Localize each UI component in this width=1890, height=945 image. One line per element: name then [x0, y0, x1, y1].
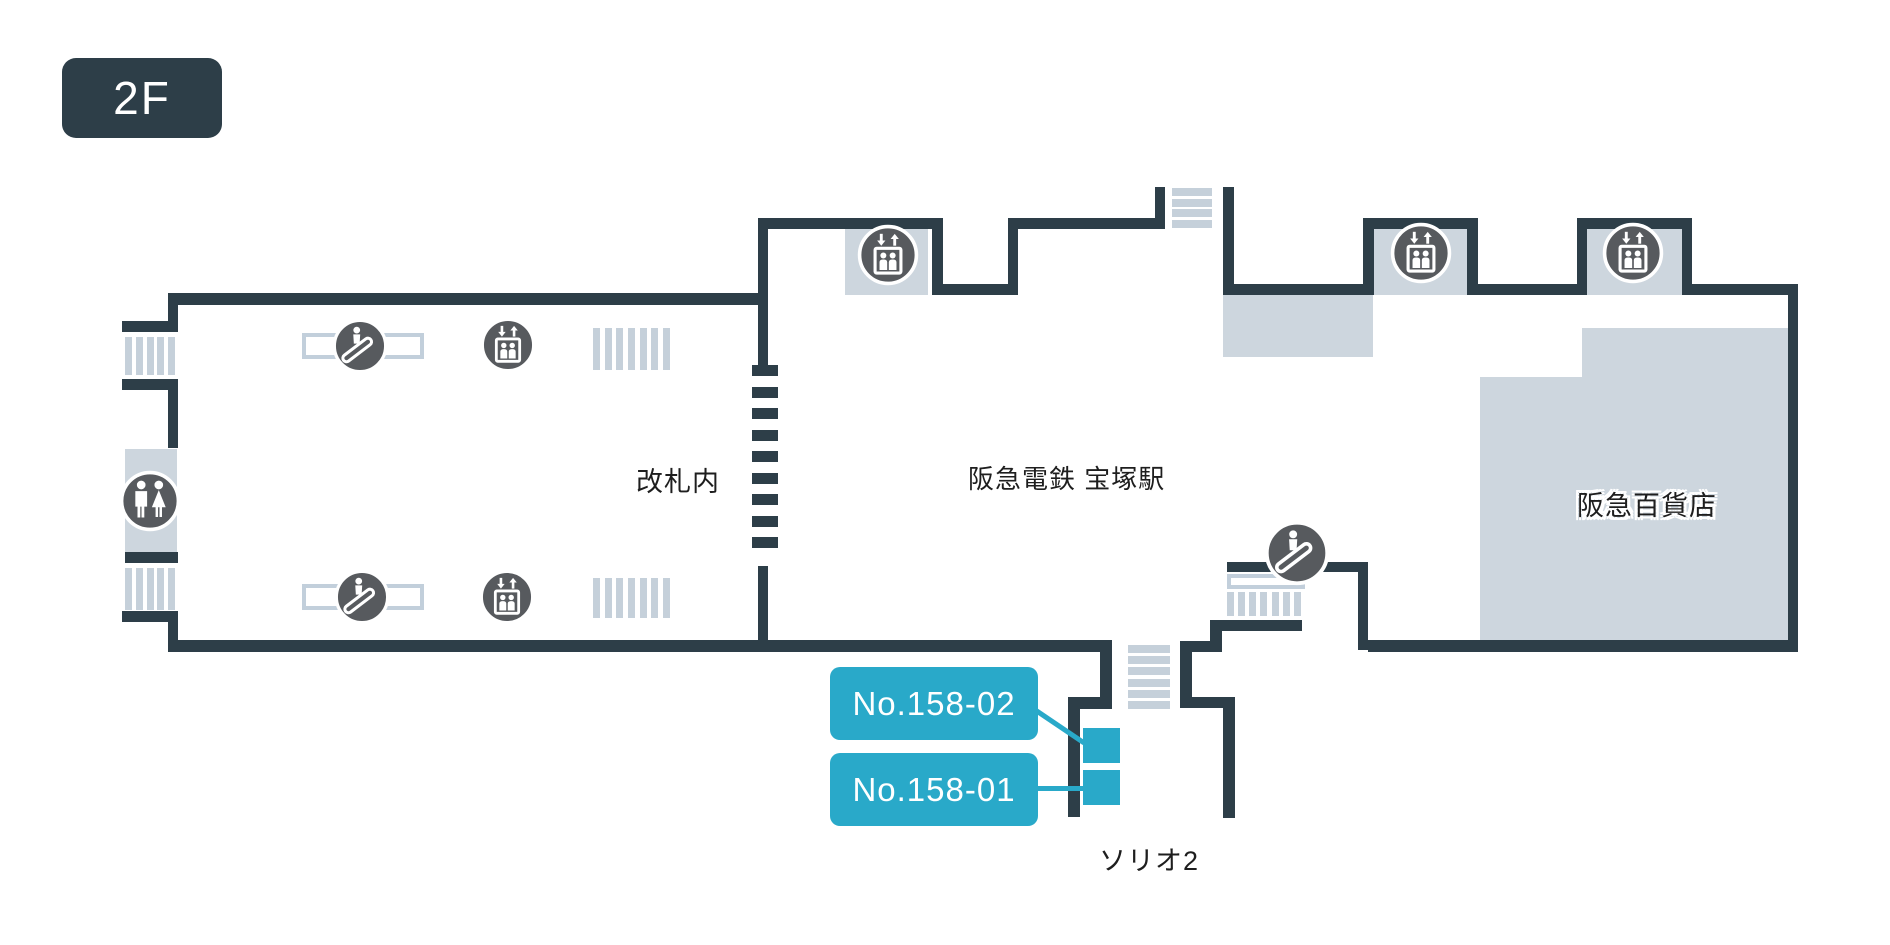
department-store-area: [1480, 377, 1788, 640]
wall: [168, 390, 178, 448]
ad-connector-line: [1036, 786, 1086, 791]
wall: [1180, 641, 1222, 652]
ad-location-tag-158-01[interactable]: No.158-01: [830, 753, 1038, 826]
wall: [1467, 218, 1478, 295]
wall: [1223, 284, 1373, 295]
wall: [758, 218, 943, 229]
elevator-icon: [480, 317, 536, 373]
stairs-hatch: [1227, 592, 1301, 616]
ad-location-tag-158-02[interactable]: No.158-02: [830, 667, 1038, 740]
wall: [1223, 187, 1234, 295]
wall: [168, 622, 178, 652]
wall: [1682, 218, 1692, 295]
wall: [1068, 697, 1080, 817]
ad-position-marker-158-02: [1083, 728, 1120, 763]
elevator-icon: [1602, 222, 1664, 284]
wall: [168, 640, 1112, 652]
department-store-area: [1582, 328, 1788, 377]
ticket-gate-dash: [752, 494, 778, 505]
wall: [758, 218, 768, 365]
stairs-hatch: [1172, 188, 1212, 228]
wall: [1223, 697, 1235, 818]
wall: [1577, 218, 1587, 295]
wall: [122, 611, 178, 622]
wall: [1682, 284, 1798, 295]
elevator-icon: [1390, 222, 1452, 284]
ticket-gate-dash: [752, 386, 778, 398]
stairs-hatch: [1128, 645, 1170, 709]
ticket-gate-dash: [752, 451, 778, 462]
ticket-gate-dash: [752, 537, 778, 548]
wall: [1467, 284, 1587, 295]
escalator-icon: [334, 569, 390, 625]
ticket-gate-dash: [752, 365, 778, 376]
ad-position-marker-158-01: [1083, 770, 1120, 805]
wall: [122, 321, 178, 332]
elevator-icon: [857, 224, 919, 286]
wall: [1155, 187, 1165, 229]
stairs-hatch: [593, 328, 670, 370]
wall: [1180, 641, 1192, 708]
wall: [1363, 218, 1374, 295]
wall: [1788, 284, 1798, 650]
floor-badge: 2F: [62, 58, 222, 138]
wall: [168, 293, 178, 325]
restroom-icon: [119, 470, 181, 532]
inside-gate-label: 改札内: [636, 467, 720, 497]
wall: [758, 566, 768, 646]
elevator-icon: [479, 569, 535, 625]
solio2-label: ソリオ2: [1099, 846, 1200, 876]
ticket-gate-dash: [752, 408, 778, 419]
ticket-gate-dash: [752, 429, 778, 441]
wall: [932, 218, 943, 295]
ticket-gate-dash: [752, 515, 778, 527]
escalator-icon: [332, 318, 388, 374]
stairs-hatch: [125, 568, 175, 610]
wall: [1180, 697, 1235, 708]
escalator-icon: [1264, 520, 1330, 586]
department-store-area: [1223, 295, 1373, 357]
wall: [168, 293, 768, 305]
wall: [122, 379, 178, 390]
wall: [1368, 640, 1798, 652]
wall: [1100, 640, 1112, 709]
stairs-hatch: [593, 578, 670, 618]
wall: [1008, 218, 1018, 295]
wall: [932, 284, 1018, 295]
wall: [1358, 562, 1368, 650]
wall: [1008, 218, 1165, 229]
stairs-hatch: [125, 337, 175, 375]
department-store-label: 阪急百貨店: [1577, 491, 1717, 521]
station-label: 阪急電鉄 宝塚駅: [968, 464, 1166, 494]
ticket-gate-dash: [752, 472, 778, 484]
wall: [1222, 620, 1302, 631]
wall: [125, 552, 178, 563]
